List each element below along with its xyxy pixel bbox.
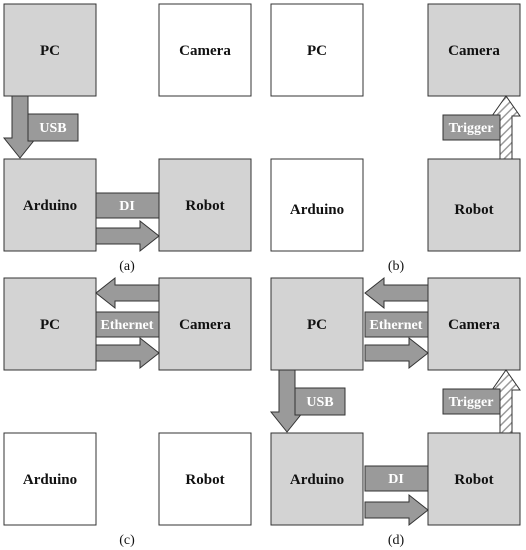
- arduino-label: Arduino: [23, 472, 77, 488]
- arduino-box: [270, 432, 364, 526]
- robot-box: [158, 432, 252, 526]
- arduino-label: Arduino: [290, 472, 344, 488]
- pc-box: [270, 277, 364, 371]
- caption-a: (a): [119, 259, 135, 274]
- pc-box: [270, 3, 364, 97]
- robot-box: [427, 158, 521, 252]
- robot-box: [427, 432, 521, 526]
- arduino-box: [270, 158, 364, 252]
- ethernet-arrow-to-camera: [364, 336, 429, 370]
- di-arrow: [95, 219, 160, 253]
- ethernet-tag: [364, 311, 429, 338]
- camera-box: [158, 277, 252, 371]
- ethernet-arrow-to-camera: [95, 336, 160, 370]
- ethernet-tag-label: Ethernet: [101, 318, 154, 333]
- camera-box: [427, 3, 521, 97]
- ethernet-tag: [95, 311, 160, 338]
- camera-label: Camera: [179, 43, 231, 59]
- camera-box: [158, 3, 252, 97]
- arduino-label: Arduino: [23, 198, 77, 214]
- usb-arrow: [269, 369, 305, 433]
- robot-label: Robot: [454, 472, 493, 488]
- robot-box: [158, 158, 252, 252]
- usb-tag-label: USB: [306, 395, 333, 410]
- usb-tag: [27, 113, 79, 142]
- panel-a: PC Camera Arduino Robot USB DI (a): [2, 3, 252, 274]
- ethernet-arrow-to-pc: [364, 276, 429, 310]
- camera-box: [427, 277, 521, 371]
- robot-label: Robot: [185, 472, 224, 488]
- ethernet-arrow-to-pc: [95, 276, 160, 310]
- camera-label: Camera: [179, 317, 231, 333]
- pc-label: PC: [307, 43, 327, 59]
- pc-label: PC: [307, 317, 327, 333]
- caption-b: (b): [388, 259, 405, 274]
- robot-label: Robot: [185, 198, 224, 214]
- arduino-label: Arduino: [290, 202, 344, 218]
- di-tag: [95, 192, 160, 219]
- panel-d: PC Camera Arduino Robot Ethernet USB Tri…: [269, 276, 521, 548]
- caption-c: (c): [119, 533, 135, 548]
- robot-label: Robot: [454, 202, 493, 218]
- ethernet-tag-label: Ethernet: [370, 318, 423, 333]
- arduino-box: [3, 158, 97, 252]
- trigger-tag: [442, 388, 501, 415]
- trigger-tag: [442, 114, 501, 141]
- di-arrow: [364, 493, 429, 527]
- pc-label: PC: [40, 43, 60, 59]
- di-tag: [364, 465, 429, 492]
- usb-tag-label: USB: [39, 121, 66, 136]
- usb-arrow: [2, 95, 38, 159]
- usb-tag: [294, 387, 346, 416]
- trigger-tag-label: Trigger: [449, 395, 494, 410]
- camera-label: Camera: [448, 43, 500, 59]
- camera-label: Camera: [448, 317, 500, 333]
- pc-box: [3, 3, 97, 97]
- arduino-box: [3, 432, 97, 526]
- di-tag-label: DI: [388, 472, 404, 487]
- pc-label: PC: [40, 317, 60, 333]
- panel-c: PC Camera Arduino Robot Ethernet (c): [3, 276, 252, 548]
- caption-d: (d): [388, 533, 405, 548]
- panel-b: PC Camera Arduino Robot Trigger (b): [270, 3, 521, 274]
- di-tag-label: DI: [119, 199, 135, 214]
- trigger-tag-label: Trigger: [449, 121, 494, 136]
- pc-box: [3, 277, 97, 371]
